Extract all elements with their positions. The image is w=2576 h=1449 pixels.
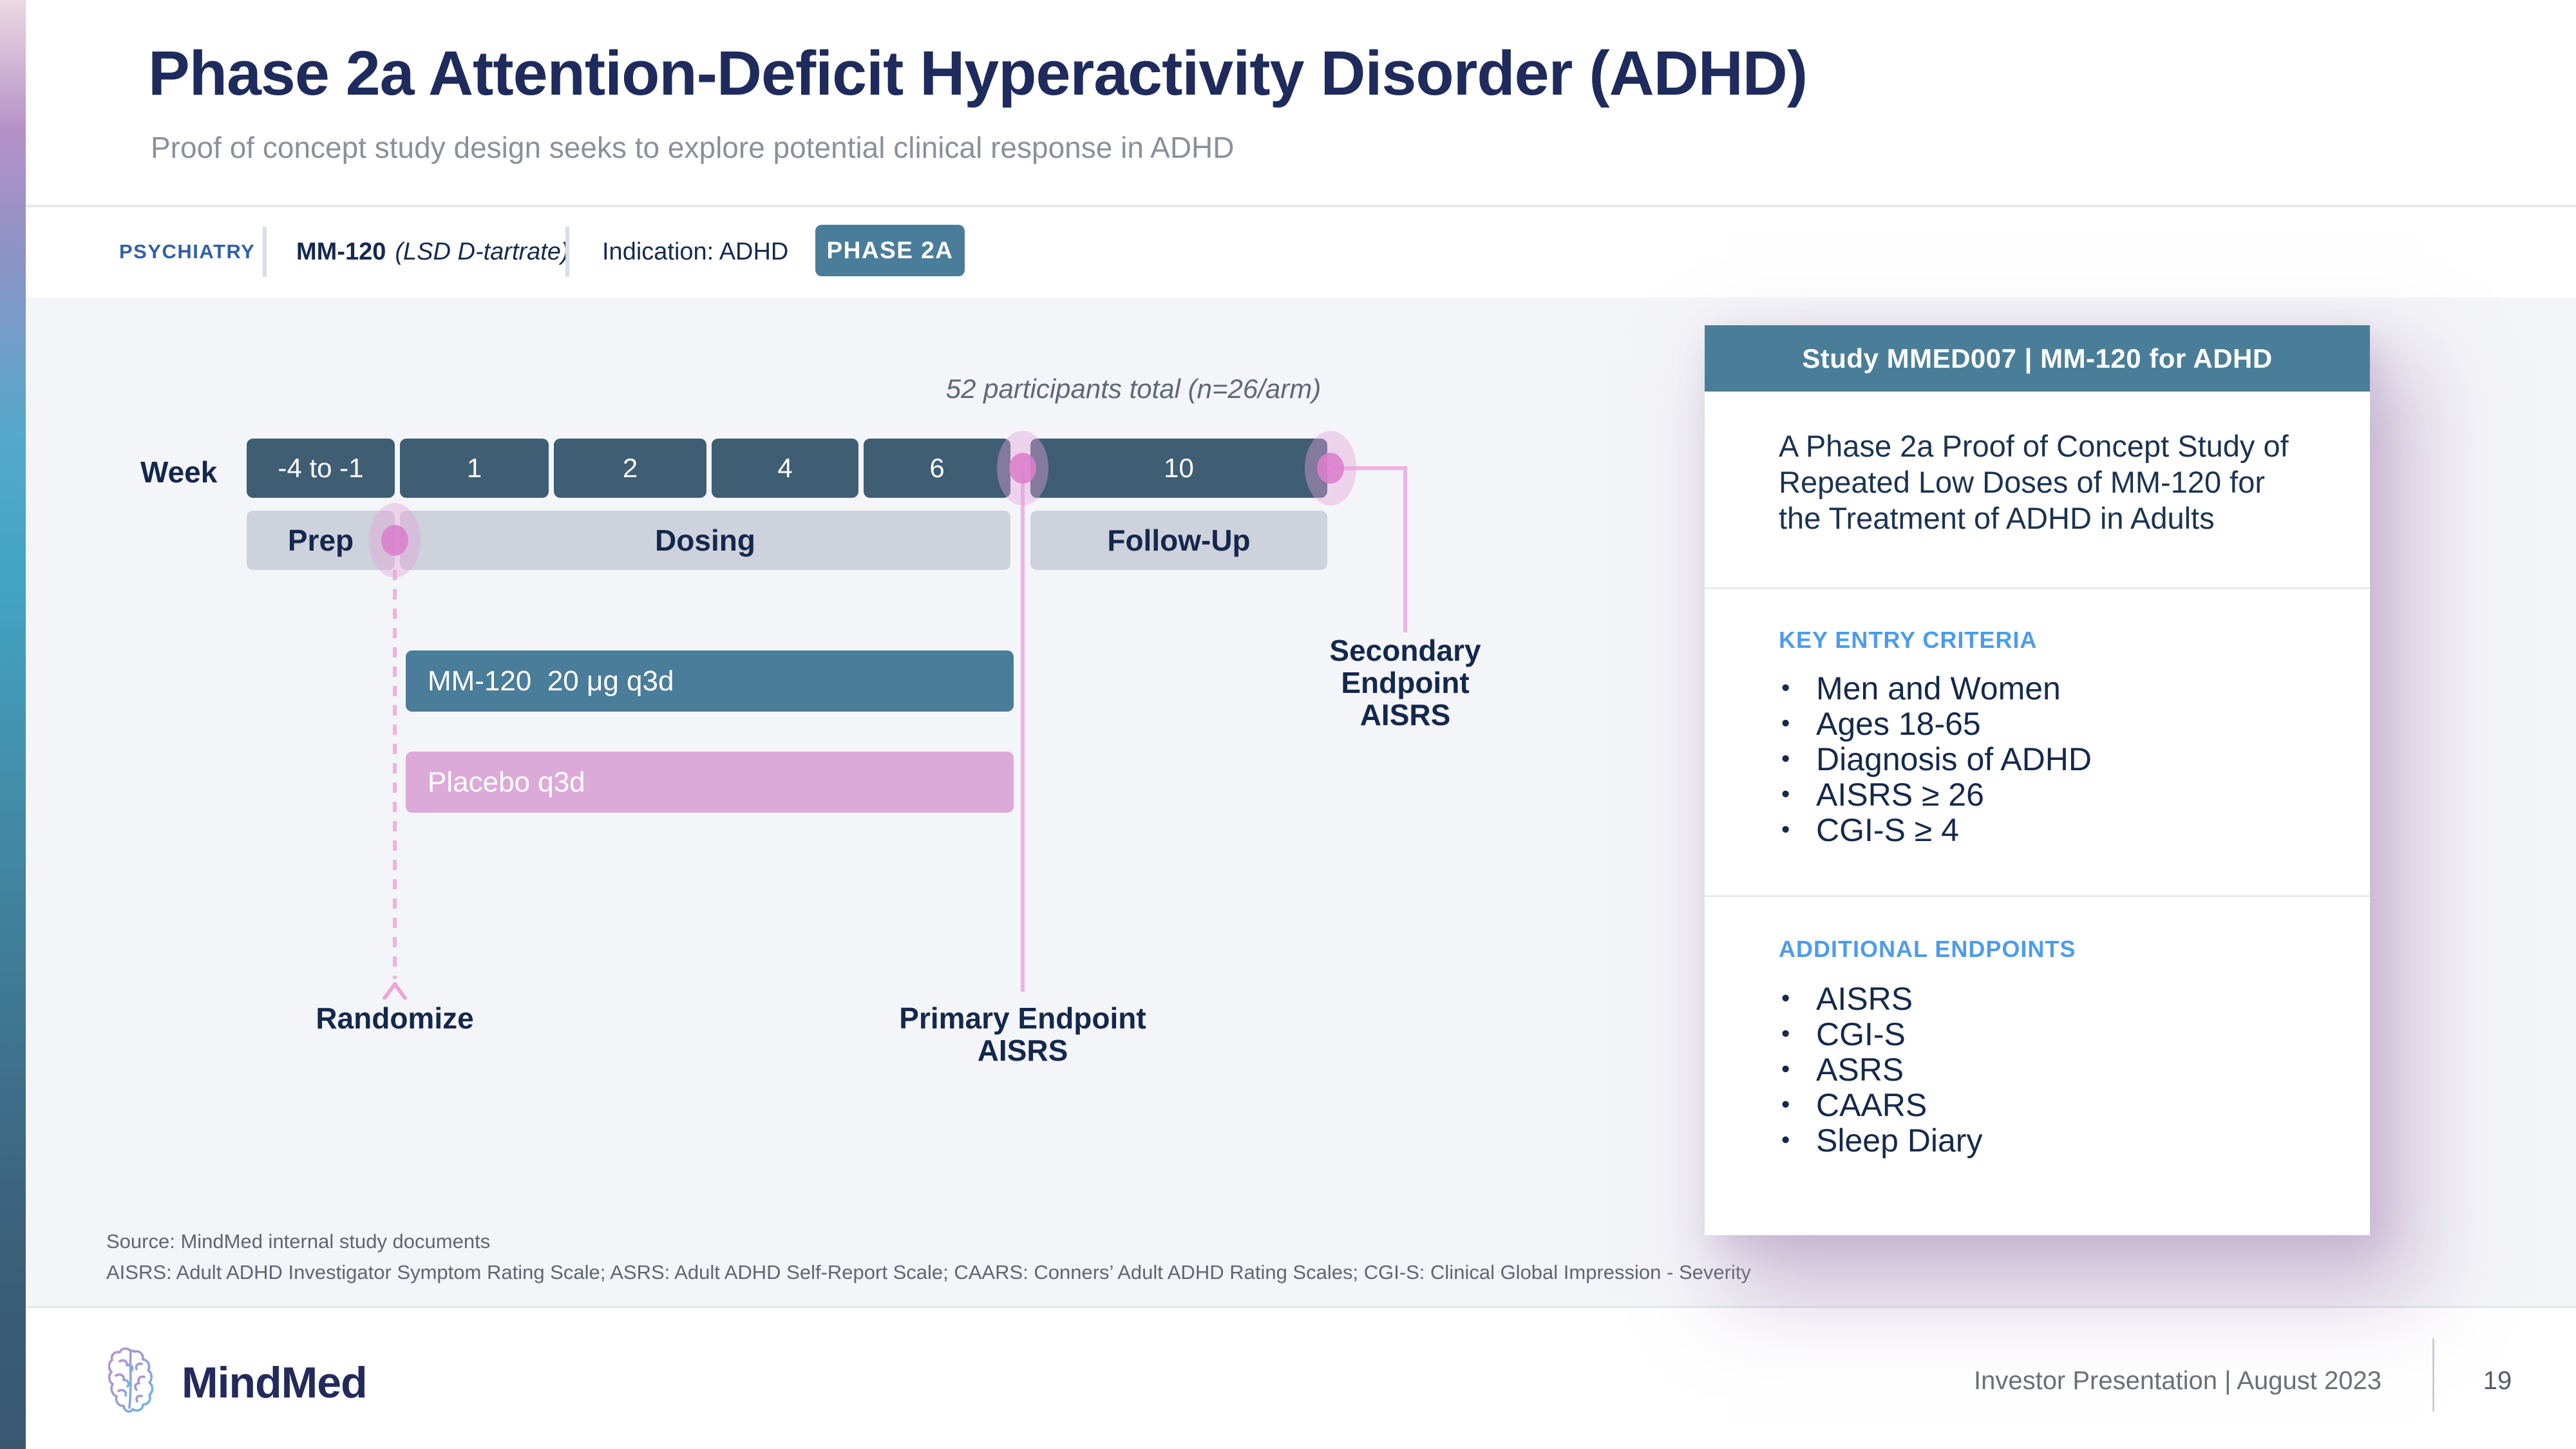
secondary-endpoint-line-horizontal: [1331, 466, 1407, 470]
list-item: AISRS ≥ 26: [1779, 777, 2092, 813]
week-box-10: 10: [1030, 439, 1327, 498]
study-panel-header: Study MMED007 | MM-120 for ADHD: [1705, 325, 2370, 392]
primary-endpoint-line2: AISRS: [977, 1034, 1068, 1067]
primary-endpoint-dot: [1009, 453, 1036, 484]
secondary-endpoint-line-vertical: [1403, 466, 1407, 632]
secondary-endpoint-line1: Secondary Endpoint: [1329, 634, 1481, 699]
list-item: CAARS: [1779, 1087, 1982, 1123]
list-item: CGI-S ≥ 4: [1779, 812, 2092, 848]
arm-bar-mm120: MM-120 20 μg q3d: [406, 650, 1014, 712]
week-box-6: 6: [864, 439, 1010, 498]
list-item: Diagnosis of ADHD: [1779, 741, 2092, 777]
primary-endpoint-line: [1021, 468, 1025, 992]
footer-separator: [2432, 1338, 2434, 1412]
drug-note: (LSD D-tartrate): [395, 238, 569, 265]
list-item: Sleep Diary: [1779, 1122, 1982, 1159]
slide-footer: MindMed Investor Presentation | August 2…: [0, 1306, 2576, 1449]
drug-name: MM-120: [296, 238, 386, 265]
arm-bar-placebo: Placebo q3d: [406, 752, 1014, 813]
list-item: CGI-S: [1779, 1016, 1982, 1052]
breadcrumb-indication: Indication: ADHD: [602, 238, 789, 265]
additional-endpoints-list: AISRS CGI-S ASRS CAARS Sleep Diary: [1779, 981, 1982, 1159]
randomize-dashed-line: [393, 570, 397, 979]
breadcrumb-drug: MM-120 (LSD D-tartrate): [296, 207, 569, 296]
study-description: A Phase 2a Proof of Concept Study of Rep…: [1779, 429, 2289, 535]
phase-badge: PHASE 2A: [815, 225, 965, 276]
footer-presentation-label: Investor Presentation | August 2023: [1973, 1367, 2382, 1395]
phase-box-dosing: Dosing: [400, 511, 1010, 570]
list-item: Ages 18-65: [1779, 706, 2092, 742]
week-box-1: 1: [400, 439, 549, 498]
study-info-panel: Study MMED007 | MM-120 for ADHD A Phase …: [1705, 325, 2370, 1235]
key-entry-criteria-heading: KEY ENTRY CRITERIA: [1779, 627, 2038, 653]
phase-box-prep: Prep: [247, 511, 395, 570]
slide-header: Phase 2a Attention-Deficit Hyperactivity…: [0, 0, 2576, 205]
primary-endpoint-line1: Primary Endpoint: [899, 1001, 1146, 1035]
brain-logo-icon: [108, 1347, 153, 1413]
additional-endpoints-heading: ADDITIONAL ENDPOINTS: [1779, 936, 2076, 962]
secondary-endpoint-line2: AISRS: [1359, 698, 1451, 732]
phase-box-followup: Follow-Up: [1030, 511, 1327, 570]
gradient-edge-bar: [0, 0, 26, 1449]
panel-divider: [1705, 587, 2370, 589]
breadcrumb: PSYCHIATRY MM-120 (LSD D-tartrate) Indic…: [0, 207, 2576, 296]
breadcrumb-category: PSYCHIATRY: [119, 240, 256, 263]
week-box-minus4-to-minus1: -4 to -1: [247, 439, 395, 498]
key-entry-criteria-list: Men and Women Ages 18-65 Diagnosis of AD…: [1779, 670, 2092, 848]
footer-divider: [0, 1306, 2576, 1308]
panel-divider: [1705, 895, 2370, 897]
breadcrumb-separator: [565, 227, 569, 277]
randomize-dot: [381, 525, 408, 556]
source-footnote: Source: MindMed internal study documents: [106, 1230, 491, 1253]
page-number: 19: [2483, 1367, 2512, 1395]
list-item: ASRS: [1779, 1052, 1982, 1088]
list-item: Men and Women: [1779, 670, 2092, 706]
week-axis-label: Week: [140, 455, 218, 489]
week-box-4: 4: [712, 439, 858, 498]
abbreviations-footnote: AISRS: Adult ADHD Investigator Symptom R…: [106, 1261, 1751, 1283]
secondary-endpoint-label: Secondary Endpoint AISRS: [1264, 634, 1547, 731]
header-divider: [0, 205, 2576, 207]
breadcrumb-separator: [263, 227, 267, 277]
page-subtitle: Proof of concept study design seeks to e…: [151, 131, 1235, 164]
page-title: Phase 2a Attention-Deficit Hyperactivity…: [148, 38, 1808, 108]
randomize-arrow-icon: [383, 982, 407, 999]
secondary-endpoint-dot: [1317, 453, 1344, 484]
week-box-2: 2: [554, 439, 706, 498]
brand-wordmark: MindMed: [182, 1358, 368, 1407]
randomize-label: Randomize: [316, 1001, 474, 1035]
primary-endpoint-label: Primary Endpoint AISRS: [881, 1002, 1164, 1066]
list-item: AISRS: [1779, 981, 1982, 1017]
participants-note: 52 participants total (n=26/arm): [945, 374, 1321, 404]
